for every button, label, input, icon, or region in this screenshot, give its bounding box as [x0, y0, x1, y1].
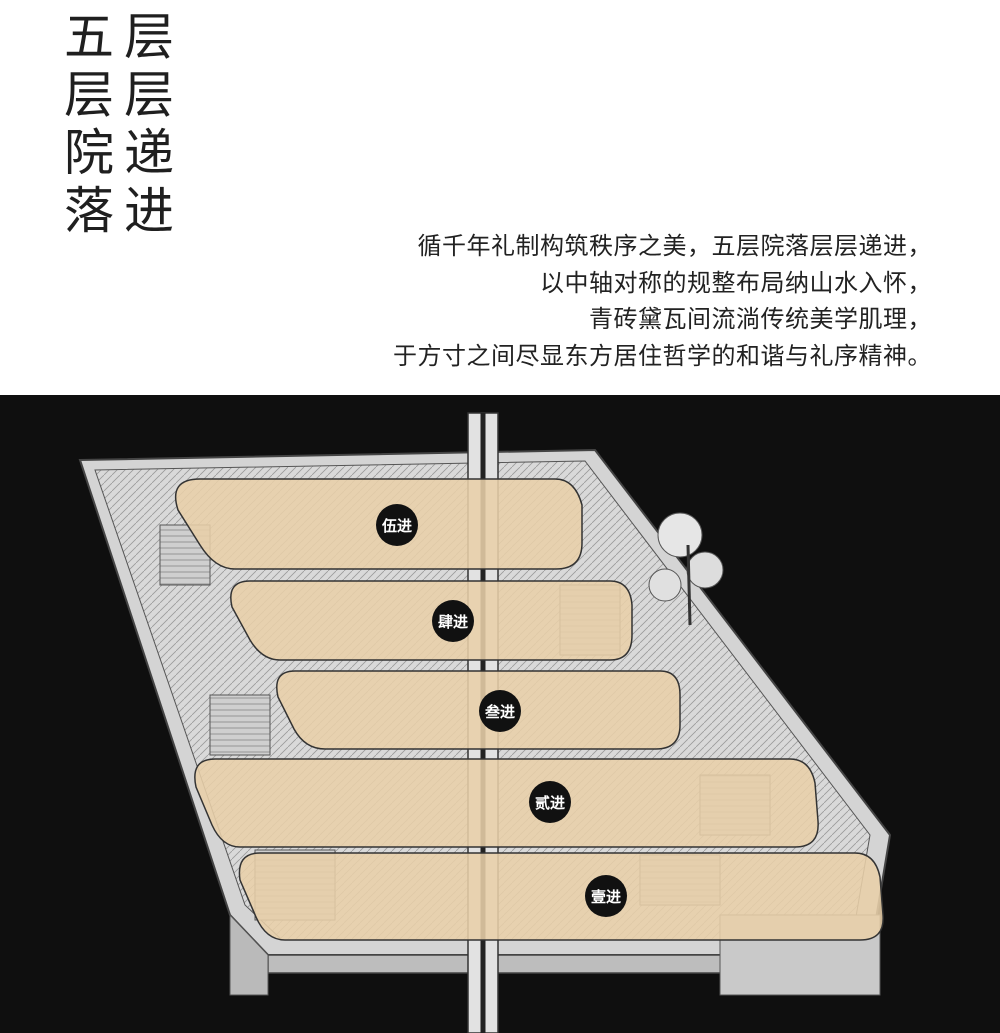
- description-line: 青砖黛瓦间流淌传统美学肌理，: [589, 305, 932, 333]
- courtyard-badge-4: 肆进: [432, 600, 474, 642]
- page-title: 五 层 院 落 层 层 递 进: [62, 8, 176, 240]
- description-paragraph: 循千年礼制构筑秩序之美，五层院落层层递进， 以中轴对称的规整布局纳山水入怀， 青…: [312, 228, 932, 374]
- tree-illustration: [648, 512, 724, 626]
- courtyard-badge-5: 伍进: [376, 504, 418, 546]
- title-char: 院: [64, 124, 114, 182]
- courtyard-label: 壹进: [591, 888, 621, 906]
- title-char: 层: [64, 66, 114, 124]
- description-line: 以中轴对称的规整布局纳山水入怀，: [540, 268, 932, 297]
- title-column-right: 层 层 递 进: [122, 8, 176, 240]
- courtyard-badge-2: 贰进: [529, 781, 571, 823]
- courtyard-label: 伍进: [381, 517, 412, 535]
- courtyard-label: 肆进: [438, 613, 468, 631]
- title-char: 进: [124, 182, 174, 240]
- courtyard-band-1: [238, 852, 884, 941]
- courtyard-band-3: [276, 670, 681, 750]
- title-char: 层: [124, 8, 174, 66]
- courtyard-badge-3: 叁进: [479, 690, 521, 732]
- title-char: 落: [64, 182, 114, 240]
- courtyard-bands: [174, 478, 884, 941]
- courtyard-band-2: [194, 758, 819, 848]
- description-line: 于方寸之间尽显东方居住哲学的和谐与礼序精神。: [393, 341, 932, 370]
- courtyard-badge-1: 壹进: [585, 875, 627, 917]
- courtyard-plan-svg: 伍进 肆进 叁进 贰进 壹进: [78, 412, 892, 1033]
- title-column-left: 五 层 院 落: [62, 8, 116, 240]
- courtyard-plan-illustration: 伍进 肆进 叁进 贰进 壹进: [0, 395, 1000, 1033]
- courtyard-label: 叁进: [484, 703, 515, 721]
- title-char: 层: [124, 66, 174, 124]
- title-char: 五: [64, 8, 114, 66]
- courtyard-label: 贰进: [535, 794, 565, 812]
- description-line: 循千年礼制构筑秩序之美，五层院落层层递进，: [417, 232, 932, 260]
- courtyard-band-4: [230, 580, 633, 661]
- title-char: 递: [124, 124, 174, 182]
